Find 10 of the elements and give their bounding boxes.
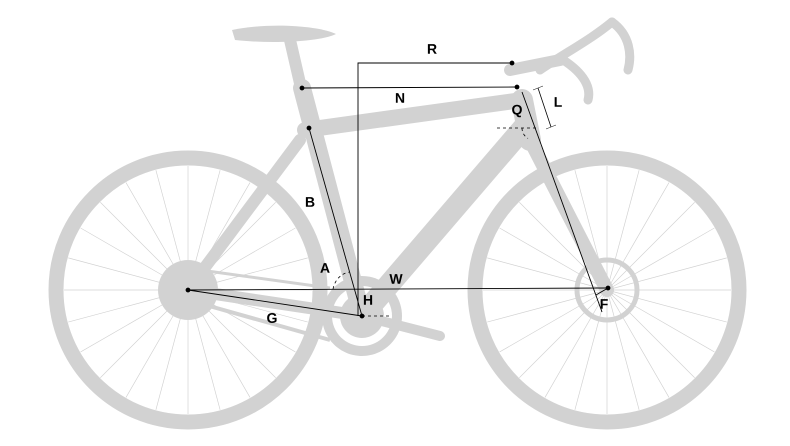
dimension-letter: G xyxy=(267,313,277,323)
dimension-letter: A xyxy=(320,263,330,273)
dimension-letter: R xyxy=(428,44,437,54)
dimension-letter: W xyxy=(389,274,403,284)
dimension-letter: N xyxy=(396,93,404,103)
dimension-letter: Q xyxy=(512,104,522,118)
dimension-letter: B xyxy=(306,197,314,207)
dimension-letter: L xyxy=(554,97,562,107)
dimension-letter: H xyxy=(364,295,372,305)
dimension-letter: F xyxy=(600,299,608,309)
